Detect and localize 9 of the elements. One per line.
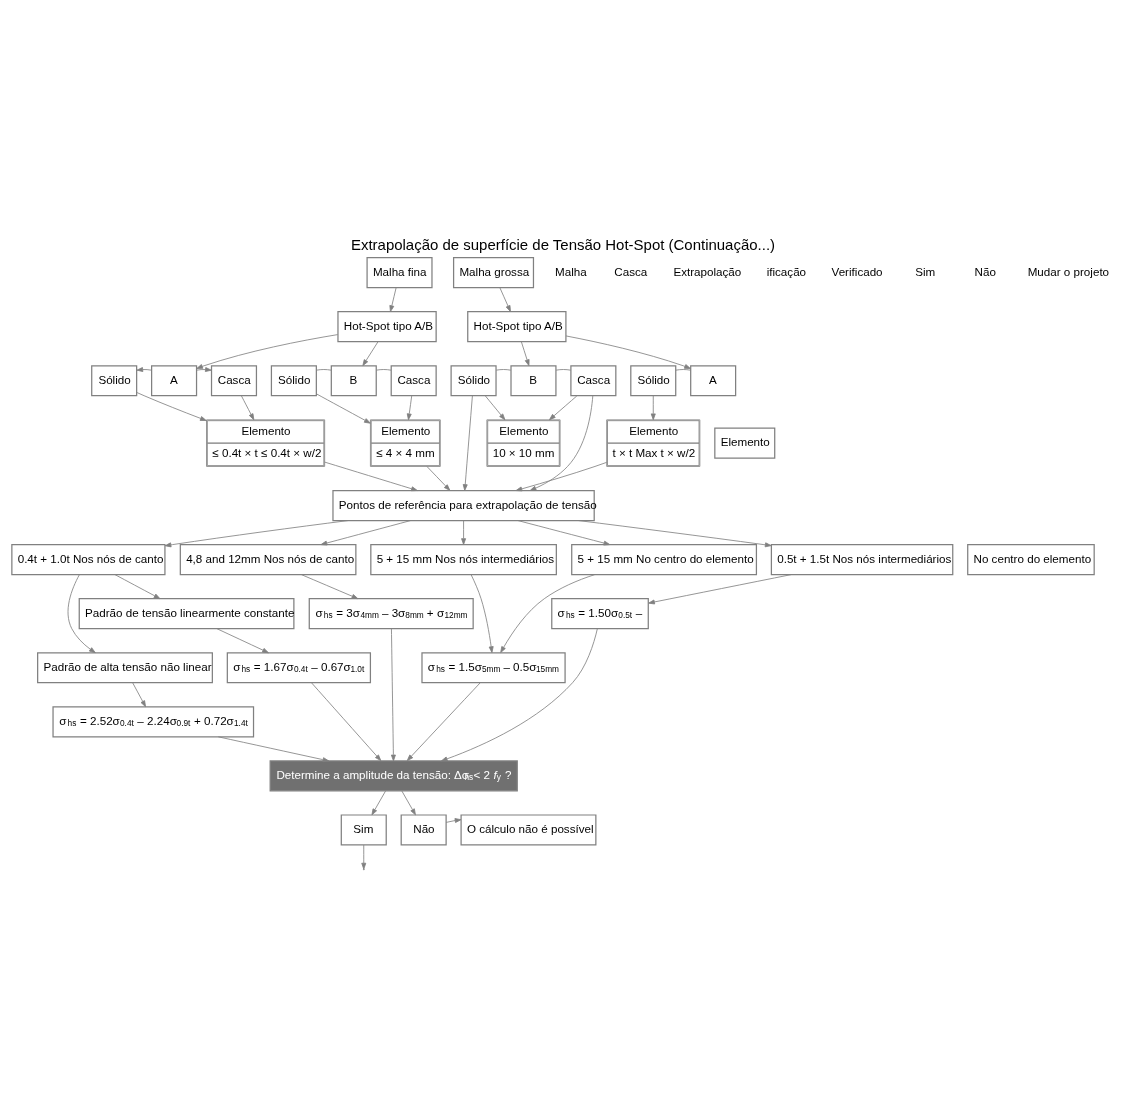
label: Não (974, 264, 996, 278)
label: Verificado (831, 264, 883, 278)
diagram-title: Extrapolação de superfície de Tensão Hot-Spot (Continuação...) (350, 235, 776, 253)
label: Extrapolação (673, 264, 742, 278)
label: Malha (555, 264, 587, 278)
label: Casca (614, 264, 648, 278)
label: Sim (915, 264, 936, 278)
label: ificação (766, 264, 807, 278)
label: Mudar o projeto (1027, 264, 1110, 278)
